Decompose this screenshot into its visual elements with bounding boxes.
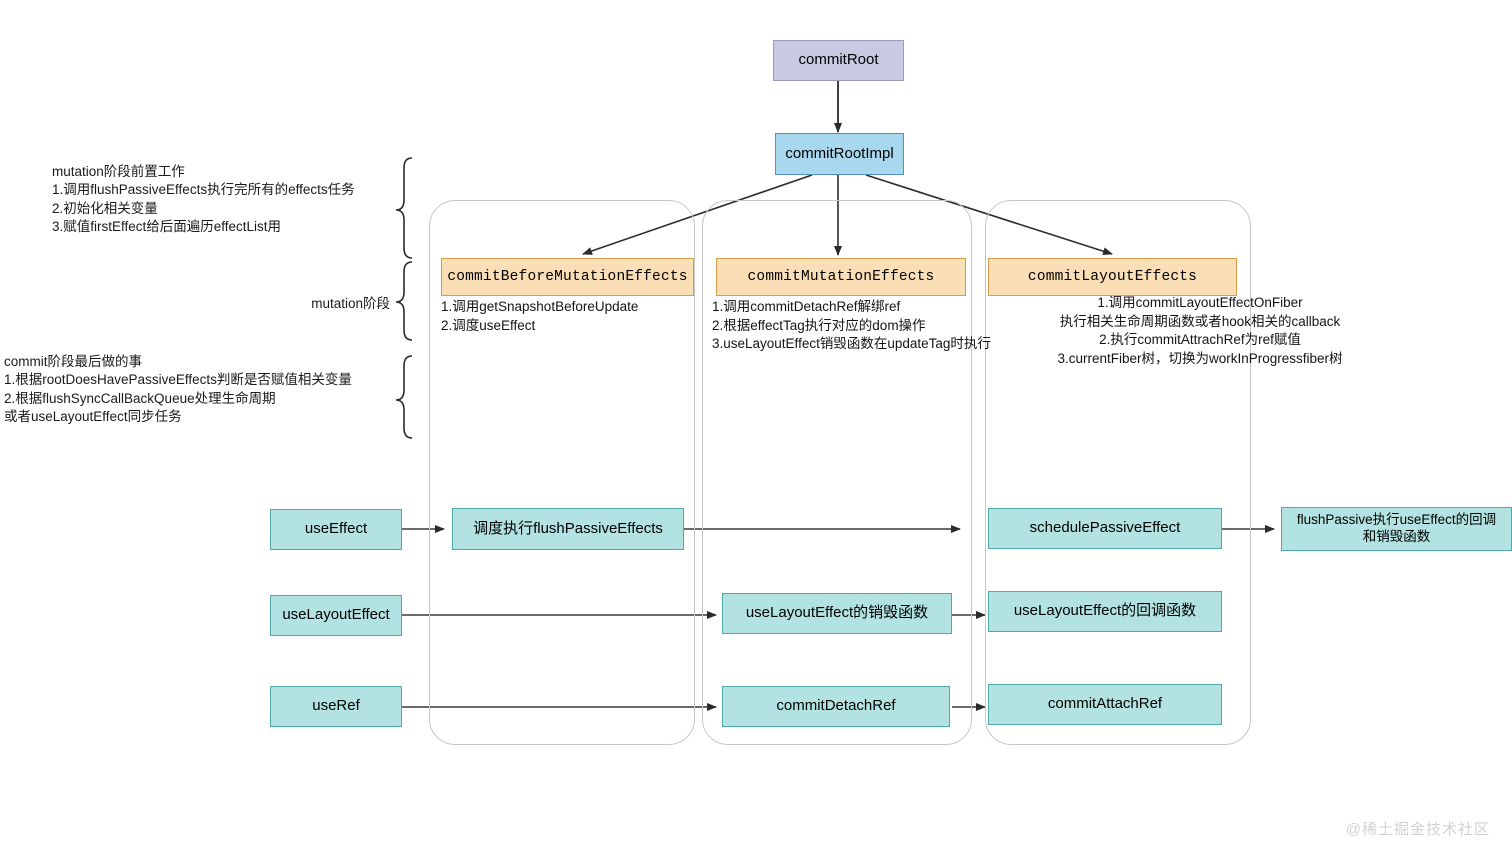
node-use-ref[interactable]: useRef (270, 686, 402, 727)
node-flush-passive-tail[interactable]: flushPassive执行useEffect的回调 和销毁函数 (1281, 507, 1512, 551)
watermark: @稀土掘金技术社区 (1345, 821, 1490, 838)
node-schedule-passive-effect[interactable]: schedulePassiveEffect (988, 508, 1222, 549)
node-commit-before-mutation-effects[interactable]: commitBeforeMutationEffects (441, 258, 694, 296)
phase-container-before-mutation (429, 200, 695, 745)
bracket-mutation-phase (395, 261, 413, 341)
node-commit-root-impl[interactable]: commitRootImpl (775, 133, 904, 175)
annotation-post-work: commit阶段最后做的事 1.根据rootDoesHavePassiveEff… (4, 354, 352, 425)
node-commit-root[interactable]: commitRoot (773, 40, 904, 81)
node-commit-detach-ref[interactable]: commitDetachRef (722, 686, 950, 727)
node-use-layout-effect[interactable]: useLayoutEffect (270, 595, 402, 636)
phase-container-mutation (702, 200, 972, 745)
phase-container-layout (985, 200, 1251, 745)
details-before-mutation: 1.调用getSnapshotBeforeUpdate 2.调度useEffec… (441, 299, 639, 333)
node-schedule-flush-passive-effects[interactable]: 调度执行flushPassiveEffects (452, 508, 684, 550)
node-use-effect[interactable]: useEffect (270, 509, 402, 550)
node-commit-attach-ref[interactable]: commitAttachRef (988, 684, 1222, 725)
node-use-layout-effect-destroy[interactable]: useLayoutEffect的销毁函数 (722, 593, 952, 634)
node-use-layout-effect-callback[interactable]: useLayoutEffect的回调函数 (988, 591, 1222, 632)
details-mutation: 1.调用commitDetachRef解绑ref 2.根据effectTag执行… (712, 299, 991, 352)
annotation-pre-work: mutation阶段前置工作 1.调用flushPassiveEffects执行… (52, 164, 355, 235)
annotation-mutation-phase-label: mutation阶段 (311, 296, 390, 311)
node-commit-mutation-effects[interactable]: commitMutationEffects (716, 258, 966, 296)
node-commit-layout-effects[interactable]: commitLayoutEffects (988, 258, 1237, 296)
details-layout: 1.调用commitLayoutEffectOnFiber 执行相关生命周期函数… (1057, 295, 1343, 366)
